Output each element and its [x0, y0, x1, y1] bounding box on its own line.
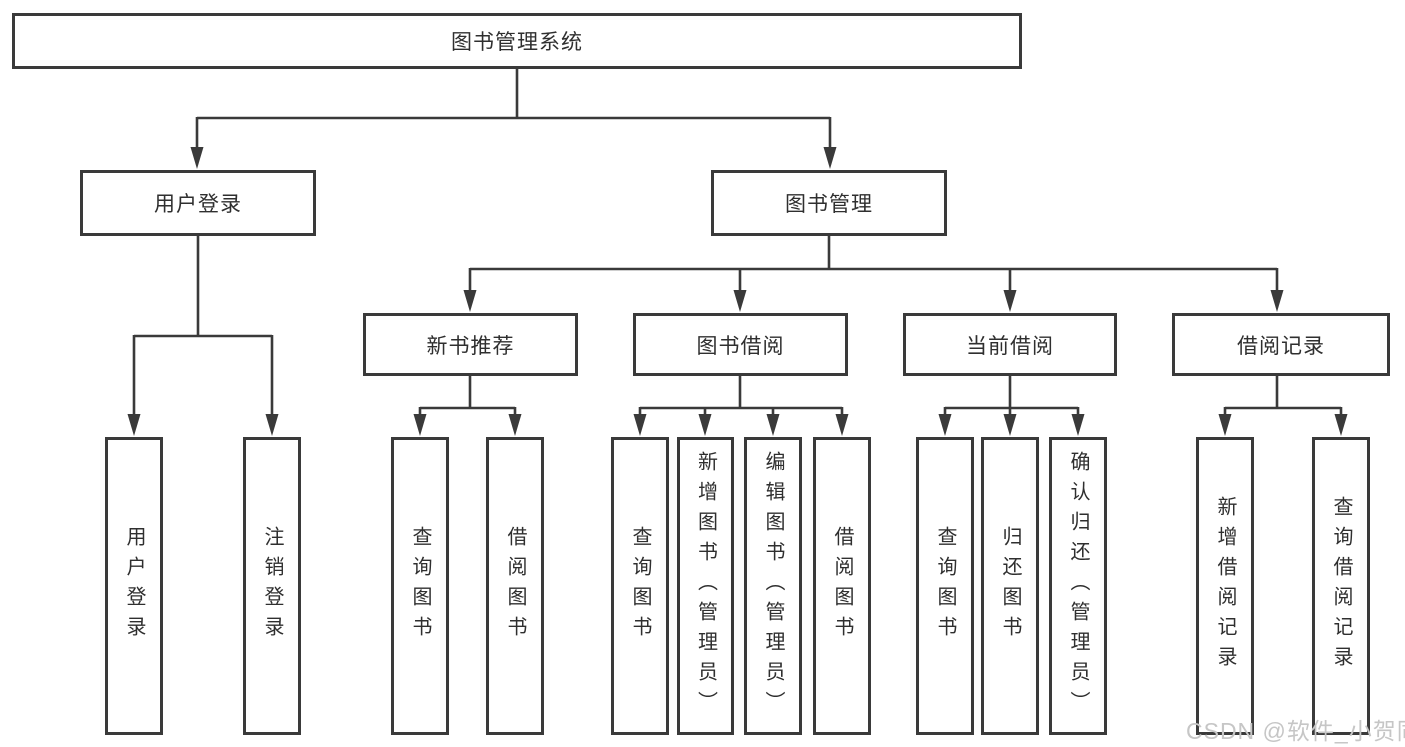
node-book-borrow: 图书借阅	[633, 313, 848, 376]
leaf-add-borrow-record-label: 新增借阅记录	[1214, 496, 1236, 676]
node-current-borrow: 当前借阅	[903, 313, 1117, 376]
leaf-add-borrow-record: 新增借阅记录	[1196, 437, 1254, 735]
leaf-add-books-admin: 新增图书（管理员）	[677, 437, 734, 735]
leaf-query-borrow-record-label: 查询借阅记录	[1330, 496, 1352, 676]
node-book-management: 图书管理	[711, 170, 947, 236]
leaf-confirm-return-admin: 确认归还（管理员）	[1049, 437, 1107, 735]
connector-book-management	[463, 235, 1284, 312]
connector-root	[190, 69, 837, 169]
node-book-borrow-label: 图书借阅	[696, 334, 785, 358]
node-user-login-label: 用户登录	[154, 193, 242, 216]
leaf-recommend-query-books: 查询图书	[391, 437, 449, 735]
node-root: 图书管理系统	[12, 13, 1022, 69]
leaf-query-borrow-record: 查询借阅记录	[1312, 437, 1370, 735]
leaf-confirm-return-admin-label: 确认归还（管理员）	[1067, 451, 1089, 721]
leaf-borrow-books-label: 借阅图书	[831, 526, 853, 646]
leaf-borrow-books: 借阅图书	[813, 437, 871, 735]
leaf-logout: 注销登录	[243, 437, 301, 735]
leaf-add-books-admin-label: 新增图书（管理员）	[694, 451, 717, 721]
node-new-book-recommend: 新书推荐	[363, 313, 578, 376]
connector-book-borrow	[633, 376, 849, 436]
node-borrow-records: 借阅记录	[1172, 313, 1390, 376]
node-current-borrow-label: 当前借阅	[966, 334, 1054, 358]
leaf-recommend-borrow-books-label: 借阅图书	[504, 526, 526, 646]
leaf-edit-books-admin-label: 编辑图书（管理员）	[762, 451, 784, 721]
connector-new-book-recommend	[413, 376, 522, 436]
node-borrow-records-label: 借阅记录	[1237, 334, 1325, 358]
leaf-current-query-books: 查询图书	[916, 437, 974, 735]
leaf-recommend-query-books-label: 查询图书	[409, 526, 431, 646]
leaf-user-login-label: 用户登录	[123, 526, 145, 646]
csdn-watermark: CSDN @软件_小贺同学	[1186, 718, 1405, 744]
leaf-user-login: 用户登录	[105, 437, 163, 735]
connector-user-login	[127, 235, 279, 436]
node-user-login: 用户登录	[80, 170, 316, 236]
connector-borrow-records	[1218, 375, 1348, 436]
leaf-borrow-query-books: 查询图书	[611, 437, 669, 735]
leaf-return-books: 归还图书	[981, 437, 1039, 735]
leaf-borrow-query-books-label: 查询图书	[629, 526, 651, 646]
leaf-recommend-borrow-books: 借阅图书	[486, 437, 544, 735]
node-new-book-recommend-label: 新书推荐	[426, 334, 515, 358]
node-book-management-label: 图书管理	[785, 193, 873, 216]
node-root-label: 图书管理系统	[451, 31, 583, 54]
leaf-return-books-label: 归还图书	[999, 526, 1021, 646]
leaf-edit-books-admin: 编辑图书（管理员）	[744, 437, 802, 735]
leaf-logout-label: 注销登录	[261, 526, 283, 646]
leaf-current-query-books-label: 查询图书	[934, 526, 956, 646]
connector-current-borrow	[938, 376, 1085, 436]
